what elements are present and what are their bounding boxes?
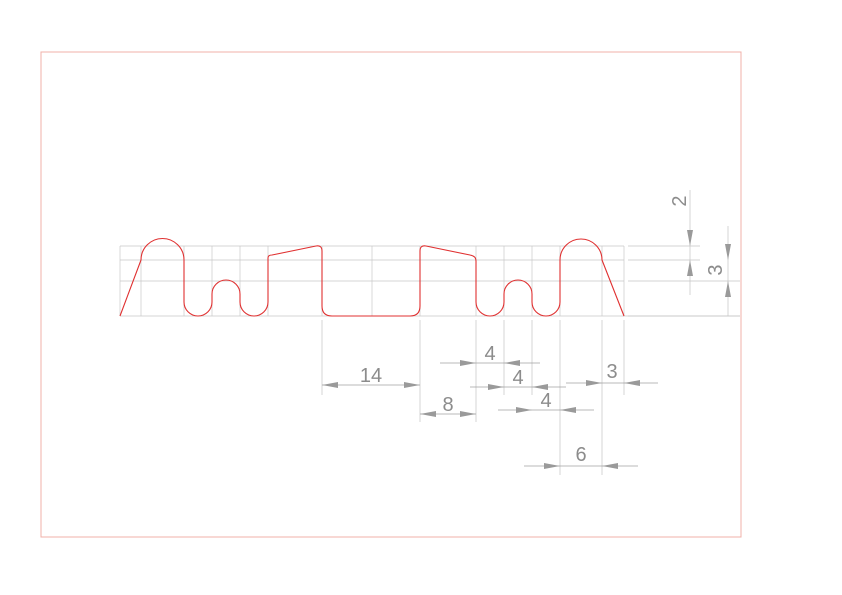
dimension-label: 2 [669, 195, 691, 206]
dimension-label: 4 [484, 343, 495, 365]
dimension-3-vertical: 3 [705, 244, 731, 297]
dimension-label: 8 [442, 394, 453, 416]
dimension-4-third: 4 [498, 390, 594, 413]
dimension-label: 14 [360, 365, 382, 387]
dimension-2-vertical: 2 [669, 195, 693, 276]
dimension-label: 4 [512, 367, 523, 389]
dimension-4-first: 4 [440, 343, 540, 366]
dimension-label: 3 [705, 264, 727, 275]
dimension-4-second: 4 [470, 367, 566, 390]
sheet-frame [40, 51, 742, 538]
dimension-label: 3 [606, 361, 617, 383]
extension-lines [321, 190, 740, 475]
dimension-label: 4 [540, 390, 551, 412]
dimension-3-horizontal: 3 [566, 361, 658, 386]
dimension-14: 14 [322, 365, 420, 388]
dimension-6: 6 [524, 444, 638, 469]
profile-outline [119, 237, 625, 317]
dimension-label: 6 [575, 444, 586, 466]
dimension-8: 8 [420, 394, 476, 417]
